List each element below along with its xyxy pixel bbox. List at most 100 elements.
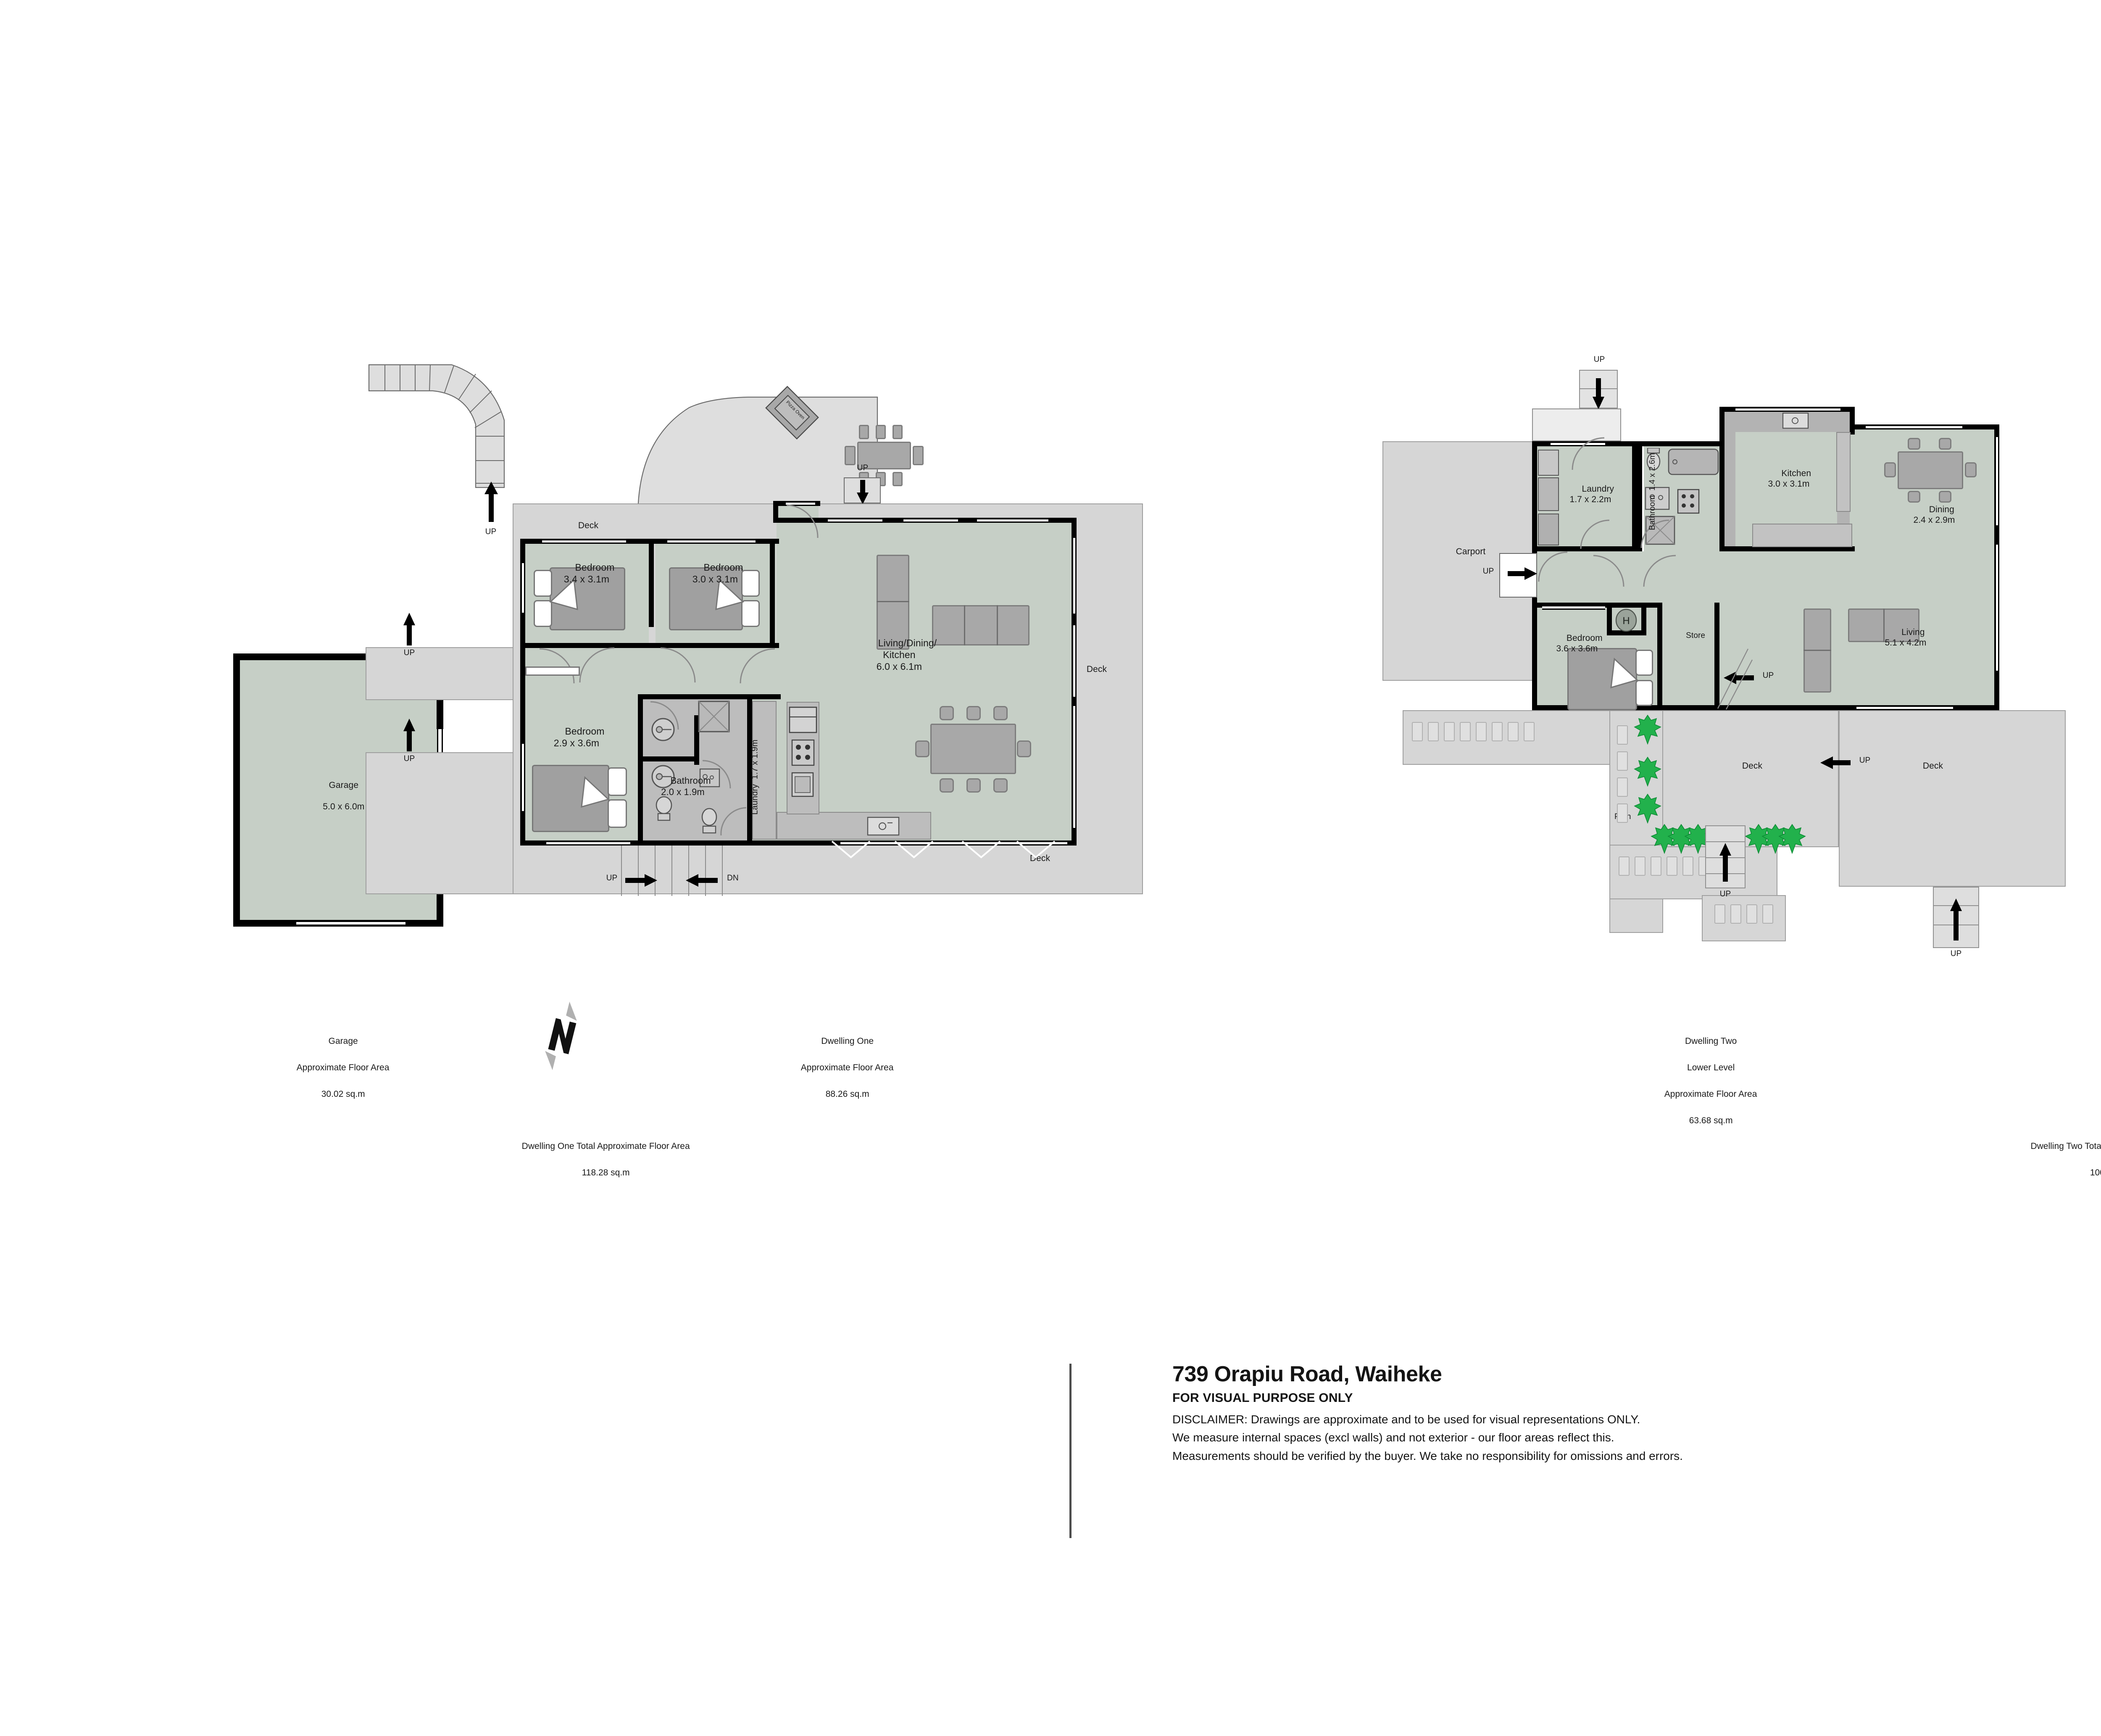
d2-vanity-icon <box>1645 487 1670 510</box>
d2-window-dining-top <box>1866 425 1962 429</box>
d2-bed-pillow <box>1635 680 1653 706</box>
d2-dining-table <box>1898 451 1963 489</box>
disclaimer-line-1: DISCLAIMER: Drawings are approximate and… <box>1172 1413 1640 1426</box>
d2-dining-set <box>1882 438 1979 503</box>
d2-door-swing-laundry2-icon <box>1580 519 1610 549</box>
bed-mattress <box>669 567 743 630</box>
path-tile <box>1524 722 1535 741</box>
outdoor-table <box>857 442 911 469</box>
up-label-left-upper: UP <box>403 648 415 657</box>
up-arrow-left-lower-icon <box>403 719 415 751</box>
path-tile <box>1762 904 1773 924</box>
path-tile <box>1730 904 1741 924</box>
window-bed1-top <box>542 539 626 544</box>
window-ldk-notch <box>786 501 815 506</box>
up-label-entry: UP <box>606 874 618 882</box>
tree-icon <box>1778 824 1806 854</box>
laundry-label: Laundry 1.7 x 1.9m <box>750 740 760 815</box>
path-tile <box>1746 904 1757 924</box>
up-arrow-left-upper-icon <box>403 613 415 645</box>
d2-kitchen-lower-bench <box>1752 524 1852 547</box>
d2-wall-store-right <box>1714 603 1719 710</box>
d2-bath-icon <box>1668 448 1719 475</box>
bed-pillow <box>534 570 552 597</box>
house-wall-ldk-notch-left <box>773 501 778 523</box>
path-tile <box>1617 777 1628 797</box>
dining-chair <box>993 778 1008 793</box>
path-tile <box>1651 856 1661 876</box>
door-swing-wc-icon <box>702 760 731 789</box>
tree-icon <box>1651 824 1678 854</box>
entry-stair <box>613 846 728 896</box>
path-stair-tread <box>1705 841 1746 842</box>
garage-room-dims: 5.0 x 6.0m <box>323 801 365 811</box>
d2-sofa-seam <box>1883 609 1885 642</box>
sofa-vertical <box>877 555 909 650</box>
d2-wall-store-left <box>1657 603 1662 710</box>
d2-window-kitchen-top <box>1735 407 1840 412</box>
stair-tread <box>671 846 672 896</box>
door-swing-bed3-icon <box>539 648 575 684</box>
d2-door-swing-hall-icon <box>1538 551 1568 582</box>
path-tile <box>1460 722 1471 741</box>
d2-window-laundry-door <box>1551 442 1605 446</box>
d2-wall-bath-right <box>1719 441 1725 551</box>
d2-wall-kitchen-left <box>1719 407 1725 457</box>
deck-left-strip-lower <box>366 752 513 894</box>
title-subtitle: FOR VISUAL PURPOSE ONLY <box>1172 1391 1353 1405</box>
d2-up-label-stair-living: UP <box>1762 671 1774 680</box>
disclaimer-line-2: We measure internal spaces (excl walls) … <box>1172 1431 1614 1444</box>
d2-lower-caption-area-label: Approximate Floor Area <box>1664 1089 1757 1099</box>
entry-landing-top <box>1532 408 1621 441</box>
bed-pillow <box>608 767 627 796</box>
hot-water-cylinder-icon: H <box>1615 609 1637 632</box>
bed-pillow <box>741 600 760 627</box>
window-bed3-bottom <box>546 841 630 846</box>
d2-door-swing-bed-icon <box>1593 555 1624 587</box>
dining-chair <box>966 778 981 793</box>
path-tile <box>1617 803 1628 823</box>
dwelling-one-caption-area: 88.26 sq.m <box>825 1089 869 1099</box>
dwelling-two-lower-plan: Carport UP <box>1382 355 2101 958</box>
stair-tread <box>638 846 639 896</box>
dn-label-entry: DN <box>727 874 739 882</box>
d2-dining-chair <box>1908 438 1920 450</box>
wall-between-bed1-bed2 <box>649 543 654 627</box>
door-swing-bed2-icon <box>660 647 696 683</box>
path-tile <box>1492 722 1503 741</box>
door-swing-laundry-icon <box>720 807 747 836</box>
bed-sheet-fold-icon <box>581 776 610 808</box>
up-label-carport: UP <box>1482 567 1494 576</box>
d2-bed-sheet-fold-icon <box>1610 657 1638 689</box>
kitchen-bench-horizontal <box>777 812 931 840</box>
cooktop-icon <box>791 739 815 766</box>
stair-tread <box>688 846 689 896</box>
d2-wall-laundry-right <box>1632 441 1637 551</box>
sofa-body <box>877 555 909 650</box>
up-arrow-deck-mid-icon <box>1820 756 1851 769</box>
dining-chair <box>993 706 1008 720</box>
d2-dining-chair <box>1908 491 1920 503</box>
d2-sofa-seam <box>1803 650 1831 651</box>
dwelling-one-total-area: 118.28 sq.m <box>582 1167 630 1178</box>
deck-left-strip-upper <box>366 647 513 700</box>
tree-icon <box>1634 756 1661 787</box>
garage-caption-name: Garage <box>328 1036 358 1046</box>
up-arrow-deck-down-icon <box>857 480 869 504</box>
d2-wall-hwc-right <box>1641 605 1646 635</box>
d2-shower-icon <box>1645 516 1675 545</box>
tree-icon <box>1761 824 1789 854</box>
deck-step-chevrons-icon <box>831 840 1056 859</box>
up-arrow-deck-right-icon <box>1950 898 1962 940</box>
garage-room-label: Garage 5.0 x 6.0m <box>265 769 408 823</box>
up-arrow-top-icon <box>1593 378 1604 409</box>
up-arrow-carport-icon <box>1508 567 1537 580</box>
dining-chair <box>940 778 954 793</box>
